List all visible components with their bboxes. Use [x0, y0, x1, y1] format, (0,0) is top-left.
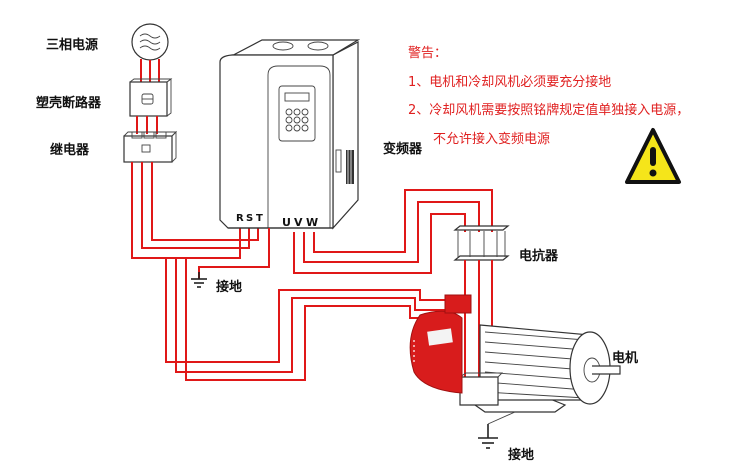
warning-line-3: 不允许接入变频电源 — [433, 132, 551, 147]
terminal-v: V — [294, 216, 303, 229]
warning-triangle-icon — [625, 128, 681, 184]
label-breaker: 塑壳断路器 — [36, 96, 102, 111]
label-reactor: 电抗器 — [519, 249, 559, 264]
ground-symbol-motor — [478, 411, 516, 449]
ac-wave-icon — [139, 33, 161, 51]
terminal-u: U — [282, 216, 291, 229]
label-relay: 继电器 — [50, 143, 90, 158]
power-source-symbol — [131, 23, 169, 61]
warning-line-2: 2、冷却风机需要按照铭牌规定值单独接入电源， — [408, 103, 690, 118]
ground-symbol-inverter — [191, 272, 207, 288]
terminal-r: R — [236, 213, 244, 224]
wires-source-breaker — [140, 59, 160, 82]
wires-fan-supply — [165, 258, 448, 381]
fan-cover — [409, 294, 472, 394]
wires-breaker-relay — [136, 116, 158, 134]
inverter-drawing — [219, 39, 361, 230]
label-motor: 电机 — [612, 351, 639, 366]
vent-grille — [346, 150, 354, 184]
reactor-symbol — [453, 225, 510, 261]
motor-drawing — [409, 294, 621, 413]
wires-output-uvw — [293, 189, 493, 274]
warning-title: 警告： — [408, 46, 448, 61]
label-power-source: 三相电源 — [46, 38, 99, 53]
label-ground-inverter: 接地 — [216, 280, 243, 295]
terminal-t: T — [256, 213, 263, 224]
relay-symbol — [123, 130, 178, 163]
keypad-panel — [278, 85, 316, 142]
warning-line-1: 1、电机和冷却风机必须要充分接地 — [408, 75, 612, 90]
breaker-symbol — [129, 78, 173, 117]
terminal-s: S — [246, 213, 253, 224]
terminal-w: W — [306, 216, 318, 229]
label-ground-motor: 接地 — [508, 448, 535, 463]
label-inverter: 变频器 — [383, 142, 423, 157]
